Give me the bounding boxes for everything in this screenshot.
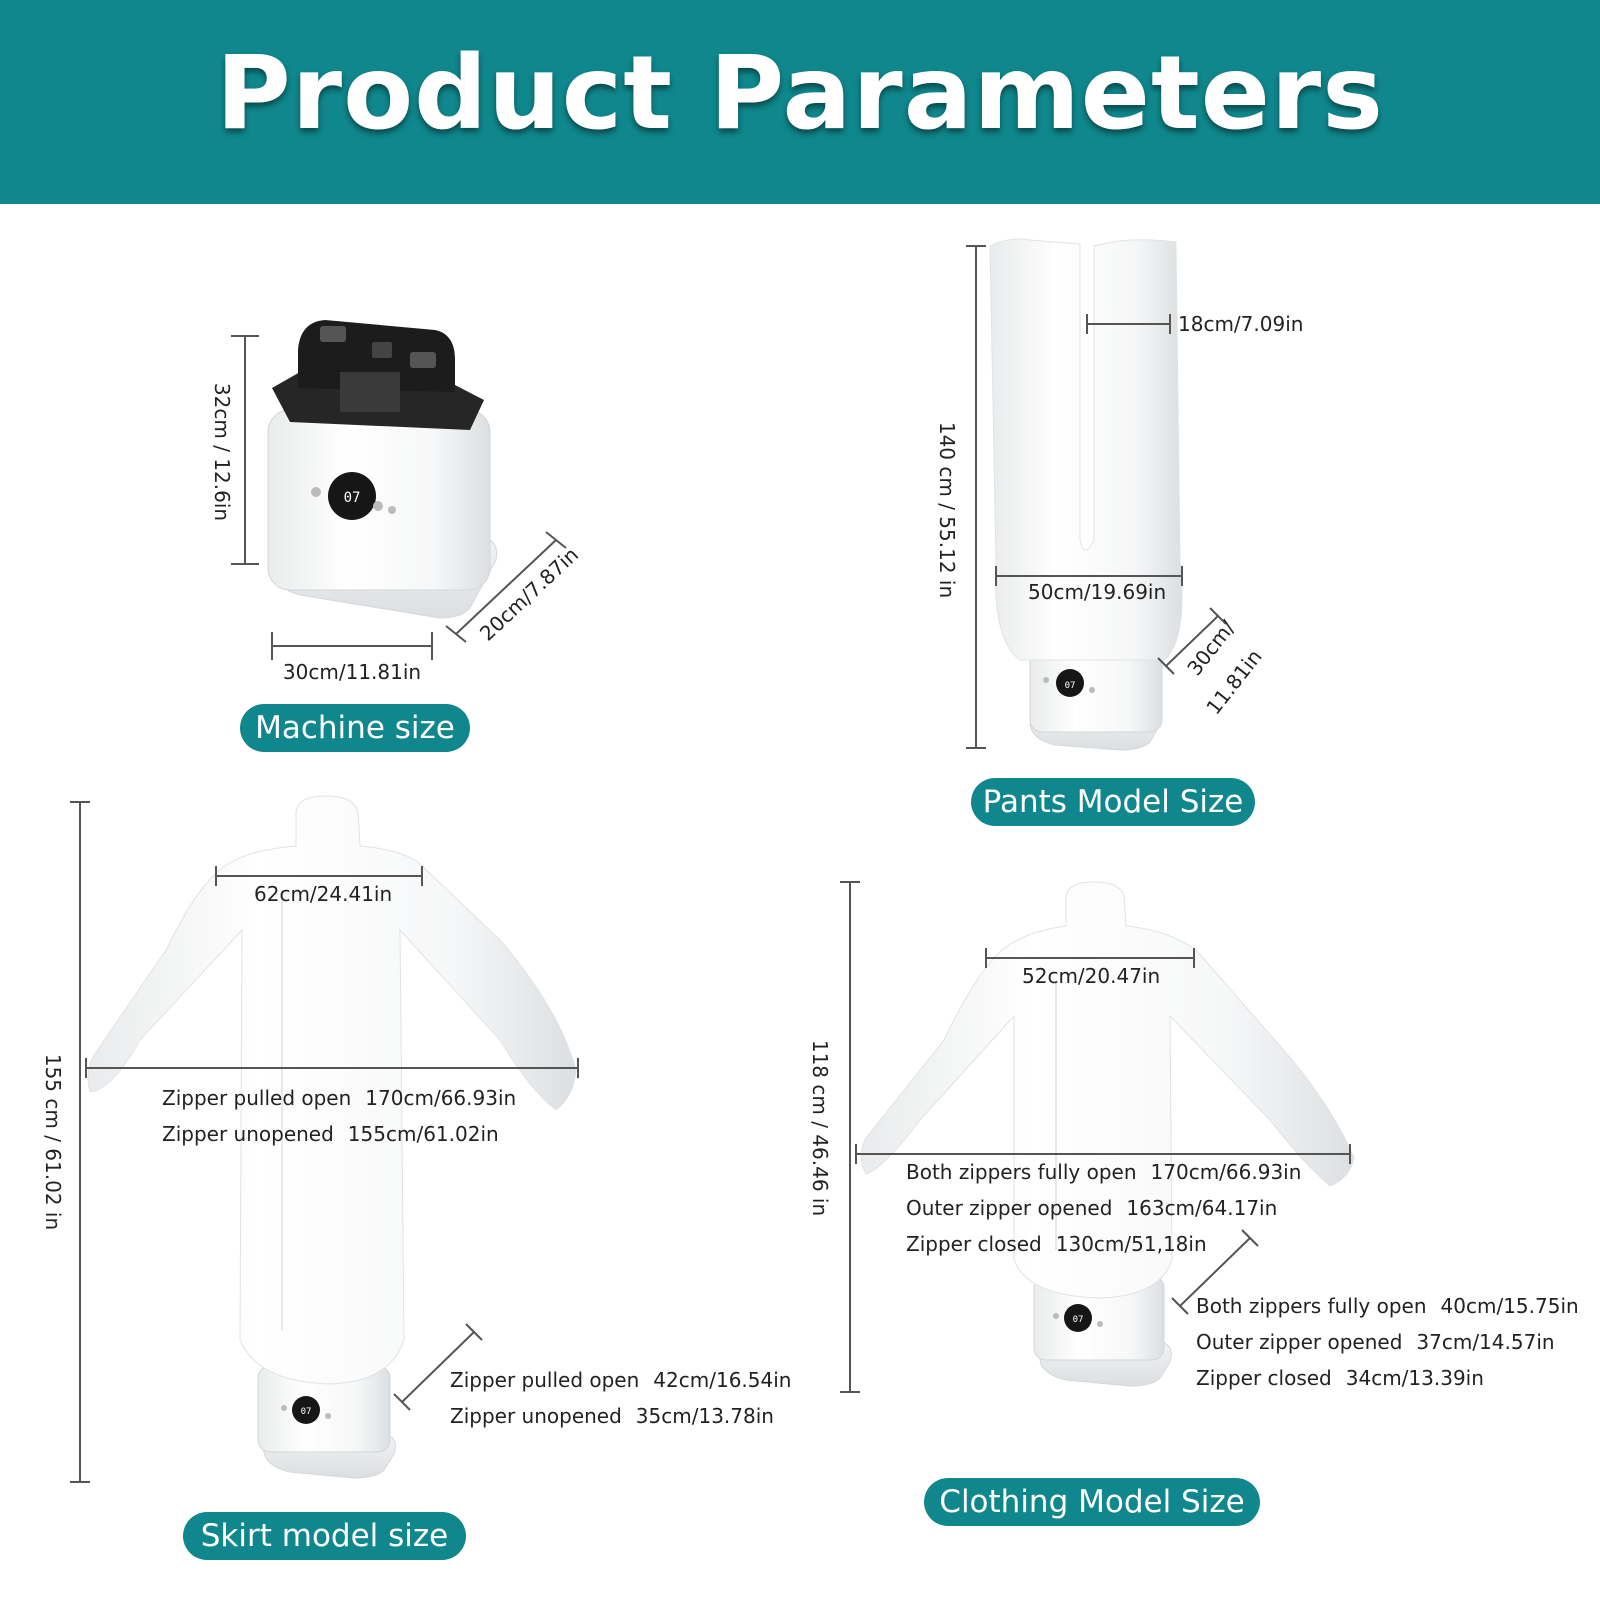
clothing-illustration [860,881,1355,1387]
pants-model-size-label: Pants Model Size [971,778,1255,826]
pants-illustration [989,238,1183,751]
clothing-dimension-lines [840,881,1351,1393]
skirt-display: 07 [301,1407,312,1417]
pants-leg-width-label: 18cm/7.09in [1178,312,1304,336]
skirt-model-size-label: Skirt model size [183,1512,466,1560]
pants-height-label: 140 cm / 55.12 in [935,421,959,599]
pants-dimension-lines [966,245,1227,749]
machine-width-label: 30cm/11.81in [282,660,422,684]
header-banner: Product Parameters [0,0,1600,204]
skirt-illustration [87,795,577,1479]
clothing-shoulder-label: 52cm/20.47in [1022,964,1161,988]
page-title: Product Parameters [216,34,1384,153]
machine-height-label: 32cm / 12.6in [210,382,234,522]
machine-dimension-lines [231,335,567,660]
machine-illustration [267,320,498,619]
clothing-height-label: 118 cm / 46.46 in [808,1039,832,1217]
skirt-shoulder-label: 62cm/24.41in [254,882,393,906]
clothing-display: 07 [1073,1315,1084,1325]
machine-size-label: Machine size [240,704,470,752]
pants-waist-width-label: 50cm/19.69in [1028,580,1167,604]
skirt-height-label: 155 cm / 61.02 in [41,1053,65,1231]
clothing-model-size-label: Clothing Model Size [924,1478,1260,1526]
machine-display: 07 [344,490,361,506]
pants-display: 07 [1065,681,1076,691]
skirt-dimension-lines [70,801,579,1483]
